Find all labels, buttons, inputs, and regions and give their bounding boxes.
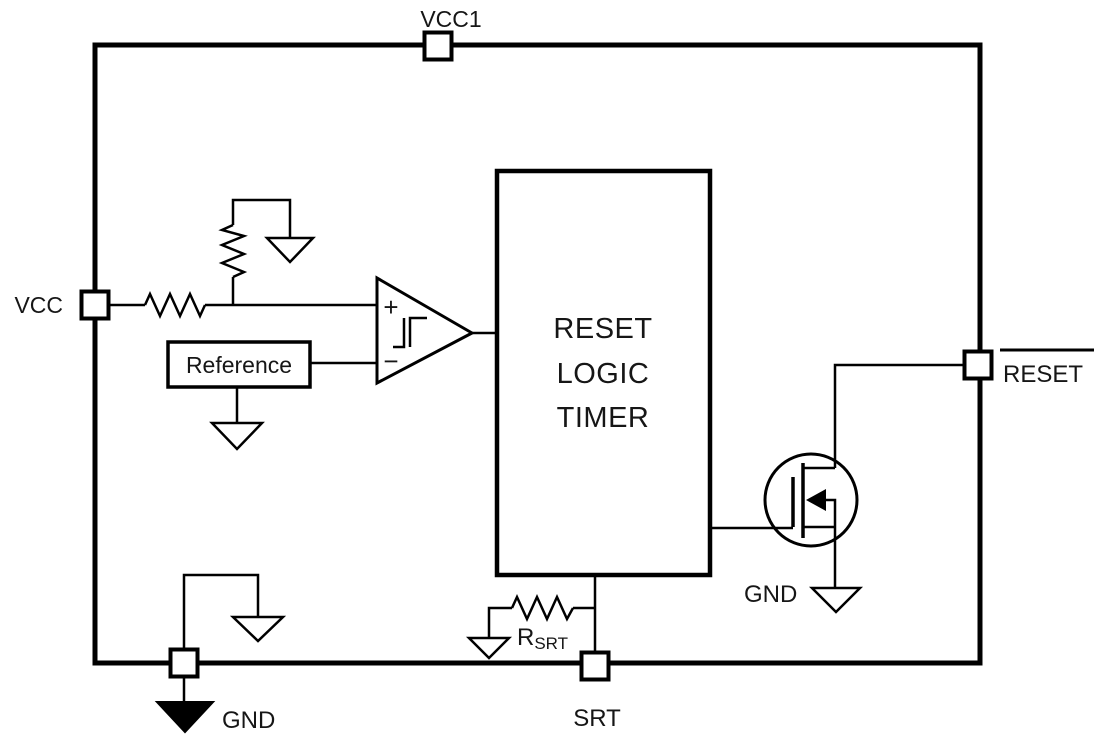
reset-logic-timer-line2: LOGIC xyxy=(557,358,650,390)
pin-label-reset: RESET xyxy=(1003,361,1083,388)
wire-divider-to-ground xyxy=(231,198,292,238)
rsrt-resistor-label: RSRT xyxy=(517,624,568,653)
pin-pads xyxy=(79,30,994,682)
transistor-body-arrow-icon xyxy=(806,489,826,511)
nmos-transistor-icon xyxy=(763,452,859,548)
power-ground-icon xyxy=(154,701,216,734)
comparator xyxy=(375,275,476,386)
pin-pad-vcc1 xyxy=(422,30,454,62)
pin-label-reset-group: RESET xyxy=(1000,348,1094,388)
pin-label-vcc: VCC xyxy=(14,292,63,318)
ground-icon-divider xyxy=(264,236,316,264)
reset-logic-timer-block xyxy=(494,168,713,578)
wire-gnd-pin-internal xyxy=(182,573,260,648)
rsrt-label-subscript: SRT xyxy=(534,634,568,653)
transistor-body-link xyxy=(826,498,837,527)
resistor-rsrt xyxy=(510,593,575,623)
ground-icon-gnd-pin xyxy=(229,615,287,643)
ground-icon-reference xyxy=(209,421,265,451)
comparator-minus-sign: − xyxy=(383,346,398,376)
wire-rsrt-to-ground xyxy=(487,606,512,638)
reference-block xyxy=(166,340,312,389)
pin-pad-gnd xyxy=(168,647,200,679)
wire-drain-to-reset-pad xyxy=(833,363,964,468)
pin-label-gnd: GND xyxy=(222,707,275,734)
pin-pad-srt xyxy=(579,650,611,682)
reset-logic-timer-line3: TIMER xyxy=(557,402,650,434)
reference-block-label: Reference xyxy=(186,352,292,378)
comparator-plus-sign: + xyxy=(383,292,398,322)
pin-label-vcc1: VCC1 xyxy=(420,6,481,32)
transistor-circle xyxy=(763,452,859,548)
wires xyxy=(108,198,964,702)
resistor-divider xyxy=(218,223,248,279)
rsrt-label-main: R xyxy=(517,624,534,651)
hysteresis-icon xyxy=(393,316,427,349)
pin-pad-reset xyxy=(962,349,994,381)
reset-logic-timer-line1: RESET xyxy=(553,313,652,345)
pin-pad-vcc xyxy=(79,289,111,321)
resistor-vcc-series xyxy=(143,290,207,320)
pin-label-srt: SRT xyxy=(573,705,621,732)
mosfet-gnd-label: GND xyxy=(744,581,797,608)
ground-icon-mosfet xyxy=(808,586,864,614)
ground-icon-rsrt xyxy=(465,636,513,660)
